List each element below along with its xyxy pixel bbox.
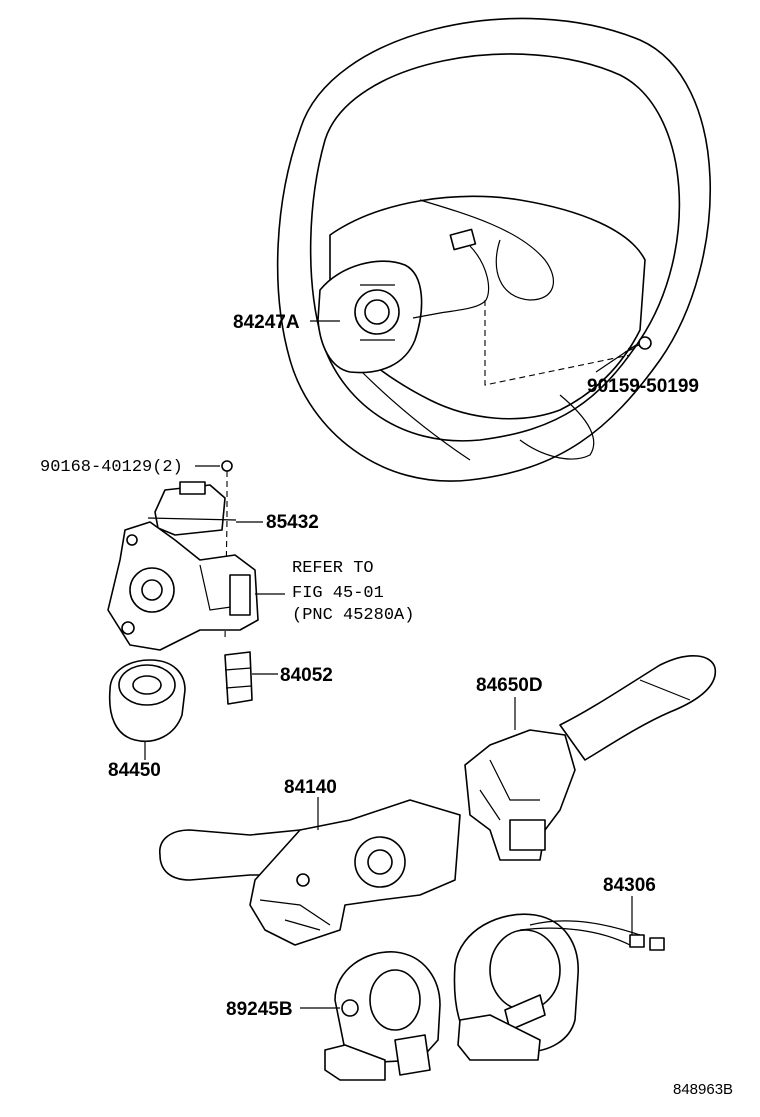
steering-wheel [276, 17, 712, 482]
label-85432: 85432 [266, 512, 319, 533]
label-84450: 84450 [108, 760, 161, 781]
label-84650d: 84650D [476, 675, 543, 696]
label-84140: 84140 [284, 777, 337, 798]
ignition-switch [108, 659, 186, 742]
refer-line-2: FIG 45-01 [292, 584, 384, 603]
turn-signal-switch [159, 799, 461, 946]
label-84306: 84306 [603, 875, 656, 896]
label-89245b: 89245B [226, 999, 293, 1020]
steering-sensor [324, 951, 441, 1081]
refer-line-1: REFER TO [292, 559, 374, 578]
steering-lock-housing [107, 521, 259, 651]
label-90168-40129: 90168-40129(2) [40, 458, 183, 477]
part-labels: 84247A 90159-50199 90168-40129(2) 85432 … [40, 312, 733, 1098]
label-84052: 84052 [280, 665, 333, 686]
wiper-switch [464, 654, 717, 861]
figure-code: 848963B [673, 1081, 733, 1098]
leader-lines [144, 320, 637, 1009]
refer-line-3: (PNC 45280A) [292, 606, 414, 625]
spiral-cable [453, 913, 665, 1061]
transponder-amplifier [147, 460, 237, 641]
label-84247a: 84247A [233, 312, 300, 333]
unlock-warning-switch [224, 651, 253, 705]
label-90159-50199: 90159-50199 [587, 376, 699, 397]
